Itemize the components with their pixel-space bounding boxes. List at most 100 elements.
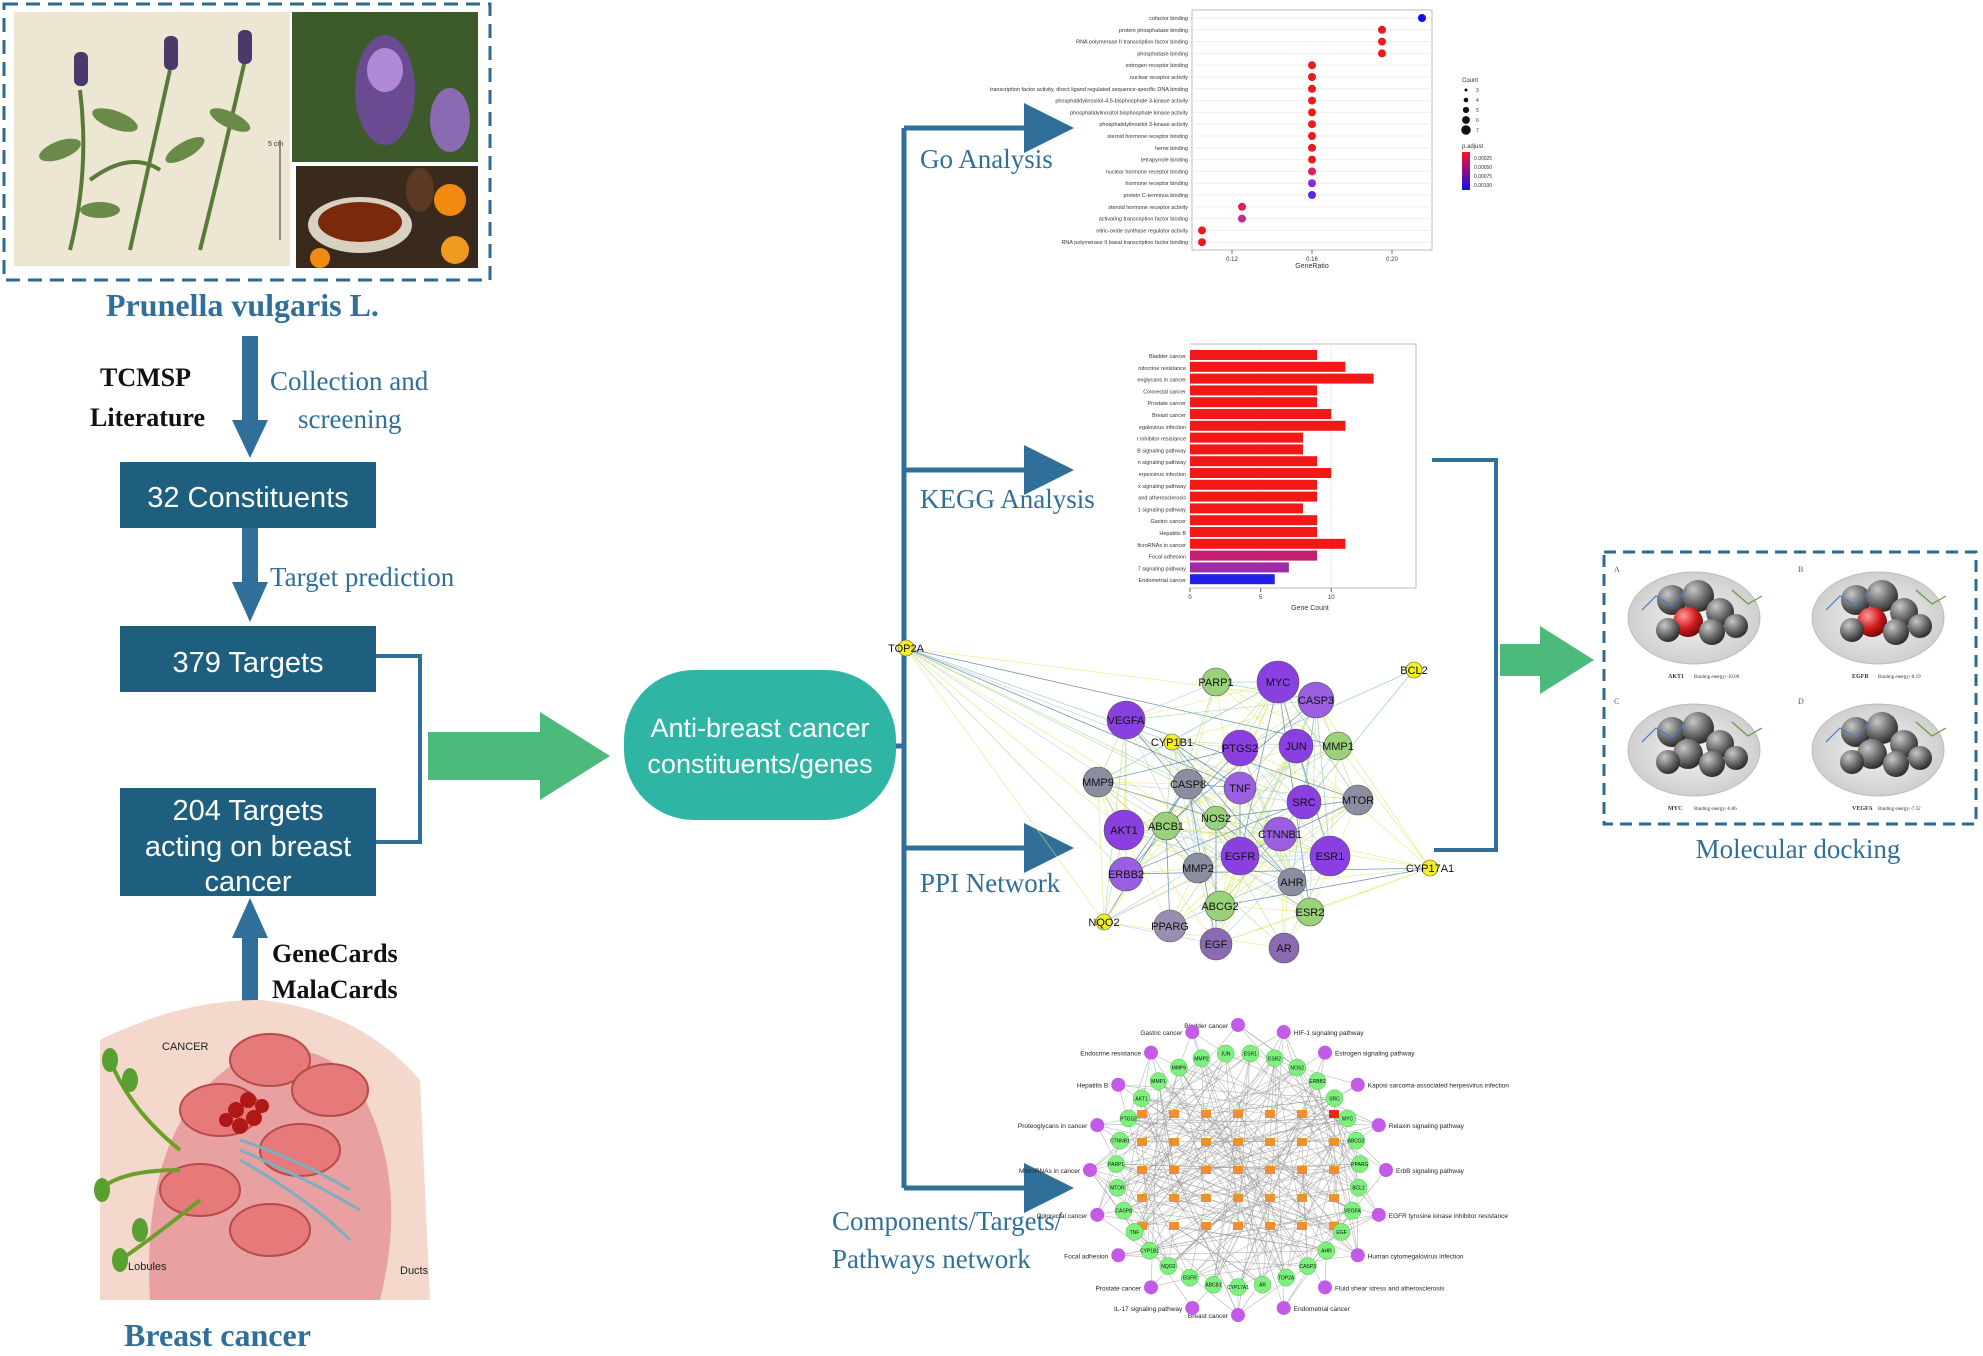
ctp-edge <box>1116 1163 1335 1227</box>
ppi-node <box>1277 867 1307 897</box>
ctp-edge <box>1237 1052 1326 1288</box>
ctp-edge <box>1096 1140 1121 1215</box>
ctp-compound-node <box>1137 1138 1147 1146</box>
go-term-label: phosphatase binding <box>1137 51 1188 57</box>
ppi-node-label: ESR2 <box>1296 907 1325 919</box>
ctp-target-node <box>1349 1178 1368 1197</box>
ctp-pathway-node <box>1090 1118 1105 1133</box>
breast-cancer-illustration: CANCER Lobules Ducts <box>94 1000 430 1300</box>
ctp-compound-node <box>1169 1166 1179 1174</box>
kegg-bar-label: erpesvirus infection <box>1139 472 1186 478</box>
go-term-label: nuclear hormone receptor binding <box>1106 169 1188 175</box>
plant-title: Prunella vulgaris L. <box>106 287 379 323</box>
ctp-compound-node <box>1169 1194 1179 1202</box>
ppi-edge <box>1239 699 1317 789</box>
ppi-edge <box>1169 855 1331 927</box>
ctp-edge <box>1301 1210 1353 1227</box>
ctp-edge <box>1285 1141 1335 1278</box>
ctp-target-label: PARP1 <box>1108 1162 1124 1168</box>
docking-atom <box>1866 580 1898 612</box>
ctp-target-node <box>1204 1275 1223 1294</box>
branch-ctp-label-1: Components/Targets/ <box>832 1206 1063 1236</box>
go-dot <box>1308 179 1316 188</box>
ctp-compound-node <box>1265 1222 1275 1230</box>
go-legend-count-label: 7 <box>1476 128 1479 134</box>
ctp-edge <box>1141 1058 1202 1115</box>
go-legend-count-label: 4 <box>1476 98 1479 104</box>
ctp-pathway-label: EGFR tyrosine kinase inhibitor resistanc… <box>1389 1213 1509 1220</box>
ctp-target-label: CYP17A1 <box>1227 1285 1249 1291</box>
ctp-target-label: EGF <box>1336 1230 1346 1236</box>
ctp-target-label: ESR2 <box>1268 1056 1281 1062</box>
ctp-edge <box>1333 1113 1359 1188</box>
ppi-edge <box>1097 747 1241 783</box>
ppi-node <box>1204 890 1236 922</box>
ctp-compound-node <box>1297 1194 1307 1202</box>
kegg-bar <box>1190 456 1318 467</box>
ppi-node <box>1103 809 1145 851</box>
ppi-edge <box>905 647 1241 789</box>
docking-atom <box>1857 739 1887 769</box>
ctp-pathway-node <box>1276 1300 1291 1315</box>
ctp-edge <box>1201 1057 1387 1171</box>
ppi-edge <box>1239 745 1297 857</box>
ctp-compound-node <box>1169 1138 1179 1146</box>
ppi-node <box>1295 897 1325 927</box>
docking-letter: B <box>1798 565 1803 574</box>
ctp-edge <box>1128 1118 1379 1126</box>
ctp-target-node <box>1241 1044 1260 1063</box>
go-dot <box>1308 143 1316 152</box>
docking-energy: Binding energy:-10.00 <box>1694 675 1740 680</box>
ppi-node <box>1220 836 1260 876</box>
ppi-edge <box>1239 747 1331 857</box>
ctp-pathway-node <box>1090 1207 1105 1222</box>
ctp-compound-node <box>1233 1138 1243 1146</box>
ppi-edge <box>1197 745 1297 869</box>
ctp-target-label: JUN <box>1221 1051 1231 1057</box>
ctp-pathway-node <box>1111 1248 1126 1263</box>
ppi-edge <box>905 647 1281 835</box>
go-dots <box>1198 14 1426 247</box>
ppi-edge <box>1103 921 1285 949</box>
ppi-edge <box>1239 747 1359 801</box>
ctp-target-node <box>1288 1058 1306 1077</box>
docking-caption: VEGFA <box>1852 806 1873 812</box>
ctp-compound-node <box>1329 1110 1339 1118</box>
docking-residue <box>1731 721 1763 737</box>
kegg-bar <box>1190 503 1303 514</box>
ctp-compound-node <box>1233 1166 1243 1174</box>
ppi-edge <box>1215 833 1281 945</box>
ctp-compound-node <box>1265 1194 1275 1202</box>
ppi-node <box>1082 766 1114 798</box>
ppi-node-label: MMP1 <box>1322 741 1354 753</box>
ctp-edge <box>1283 1031 1359 1188</box>
ctp-edge <box>1334 1098 1359 1256</box>
docking-atom <box>1682 712 1714 744</box>
ppi-node-label: NQO2 <box>1088 917 1119 929</box>
ctp-target-node <box>1111 1131 1129 1150</box>
ctp-pathway-label: Relaxin signaling pathway <box>1389 1123 1465 1130</box>
go-legend-count-label: 6 <box>1476 118 1479 124</box>
ctp-pathway-node <box>1317 1280 1332 1295</box>
ctp-edge <box>1128 1118 1303 1227</box>
ppi-edge <box>1337 745 1431 869</box>
docking-caption: AKT1 <box>1668 674 1684 680</box>
ppi-edge <box>1165 825 1171 927</box>
ppi-node-label: PTGS2 <box>1222 743 1258 755</box>
ppi-edge <box>905 647 1317 701</box>
ctp-target-label: TNF <box>1130 1230 1140 1236</box>
kegg-bar <box>1190 468 1332 478</box>
ctp-edge <box>1128 1118 1303 1171</box>
ppi-node <box>1172 768 1204 800</box>
ctp-compound-node <box>1137 1194 1147 1202</box>
kegg-bar-label: x signaling pathway <box>1138 484 1186 490</box>
ctp-target-node <box>1338 1109 1357 1128</box>
go-term-label: phosphatidylinositol 3-kinase activity <box>1099 122 1188 128</box>
